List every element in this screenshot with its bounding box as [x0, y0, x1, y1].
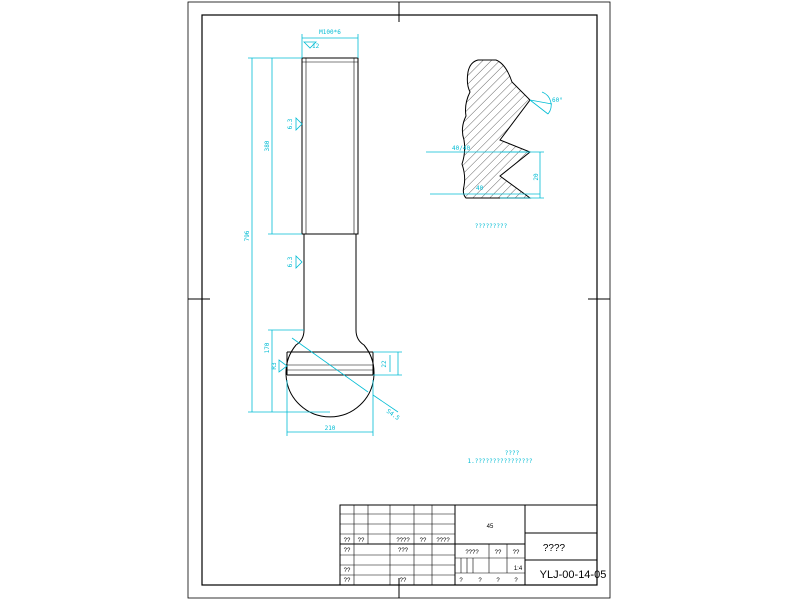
tb-r6-c4: ?	[514, 578, 518, 584]
dimension-lines	[248, 34, 402, 436]
dim-groove-note: 40/40	[452, 145, 470, 152]
tb-r5-c1: ??	[344, 578, 351, 584]
tb-r1-c4: ??	[420, 538, 427, 544]
title-block: ?? ?? ???? ?? ???? ?? ??? ???? ?? ?? ?? …	[339, 504, 607, 586]
tb-part-name: ????	[543, 543, 566, 554]
dim-top-width: M100*6	[319, 29, 341, 36]
sheet-border	[187, 1, 611, 599]
dim-ball-r: R3	[271, 362, 278, 370]
detail-caption: ?????????	[475, 223, 508, 230]
dimension-texts: M100*6 12 796 380 6.3 6.3 170 R3 22 210 …	[244, 29, 401, 432]
tb-r1-c1: ??	[344, 538, 351, 544]
dim-ball-diameter: 210	[325, 425, 336, 432]
tb-r1-c5: ????	[436, 538, 450, 544]
dim-groove-width: 20	[533, 173, 540, 181]
dim-ball-height: 170	[264, 342, 271, 353]
tb-drawing-code: YLJ-00-14-05	[540, 569, 607, 581]
tb-r4-c1: ??	[344, 568, 351, 574]
dim-top-roughness: 12	[312, 43, 320, 50]
drawing-frame	[201, 14, 598, 586]
tb-material: 45	[487, 524, 494, 530]
tb-r2-c1: ??	[344, 548, 351, 554]
shaft-view	[285, 57, 375, 418]
dim-ball-right: 22	[381, 360, 388, 368]
dim-ball-note: S4.5	[385, 408, 401, 422]
tb-r3-c1: ????	[465, 550, 479, 556]
dim-thread-length: 380	[264, 140, 271, 151]
dim-roughness-2: 6.3	[287, 256, 294, 267]
dim-groove-angle: 60°	[552, 97, 563, 104]
groove-section-hatch	[461, 59, 532, 199]
tb-r1-c2: ??	[358, 538, 365, 544]
note-title: ????	[505, 450, 520, 457]
groove-detail-view: 60° 40/40 20 40 ?????????	[426, 59, 563, 230]
technical-note: ???? 1.????????????????	[467, 450, 532, 465]
dim-overall-length: 796	[244, 230, 251, 241]
tb-r6-c1: ?	[459, 578, 463, 584]
tb-r5-c2: ??	[400, 578, 407, 584]
dim-groove-inner: 40	[476, 185, 484, 192]
tb-scale: 1:4	[514, 566, 523, 572]
dim-roughness-1: 6.3	[287, 118, 294, 129]
tb-r6-c2: ?	[478, 578, 482, 584]
tb-r3-c3: ??	[513, 550, 520, 556]
tb-r2-c2: ???	[398, 548, 409, 554]
tb-r1-c3: ????	[396, 538, 410, 544]
tb-r6-c3: ?	[496, 578, 500, 584]
note-text: 1.????????????????	[467, 458, 532, 465]
tb-r3-c2: ??	[495, 550, 502, 556]
